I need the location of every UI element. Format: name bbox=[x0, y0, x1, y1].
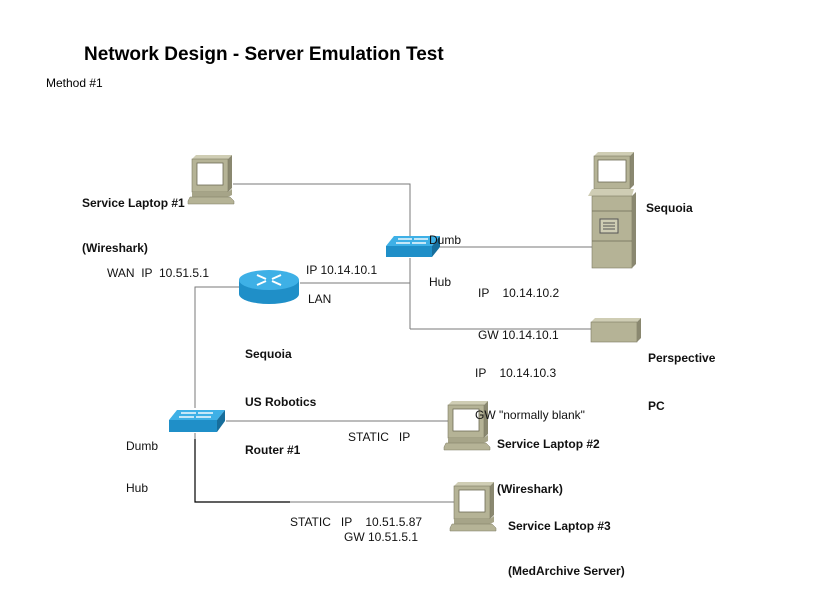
laptop3-ip: STATIC IP 10.51.5.87 bbox=[290, 515, 423, 529]
perspective-ip: IP 10.14.10.3 bbox=[475, 366, 557, 380]
router-wan-label: WAN IP 10.51.5.1 bbox=[107, 266, 210, 280]
perspective-name-line2: PC bbox=[648, 399, 665, 413]
laptop2-role: (Wireshark) bbox=[497, 482, 563, 496]
hub-bottom-label-line2: Hub bbox=[126, 481, 149, 495]
network-diagram bbox=[169, 152, 641, 532]
hub-bottom-label: Dumb Hub bbox=[126, 411, 158, 509]
hub-bottom-label-line1: Dumb bbox=[126, 439, 159, 453]
perspective-address: IP 10.14.10.3 GW "normally blank" bbox=[475, 338, 585, 436]
laptop3-name: Service Laptop #3 bbox=[508, 519, 611, 533]
laptop3-gw: GW 10.51.5.1 bbox=[344, 530, 419, 544]
page-title: Network Design - Server Emulation Test bbox=[84, 44, 444, 65]
server-icon bbox=[588, 152, 636, 269]
pc-icon bbox=[590, 318, 641, 343]
router-icon bbox=[239, 270, 299, 304]
router-label: Sequoia US Robotics Router #1 bbox=[245, 314, 316, 474]
hub-icon bbox=[169, 410, 225, 432]
hub-top-label-line2: Hub bbox=[429, 275, 452, 289]
page-subtitle: Method #1 bbox=[46, 76, 103, 90]
perspective-label: Perspective PC bbox=[648, 318, 715, 430]
laptop2-name: Service Laptop #2 bbox=[497, 437, 600, 451]
laptop2-label: Service Laptop #2 (Wireshark) bbox=[497, 407, 600, 512]
laptop1-label: Service Laptop #1 (Wireshark) bbox=[82, 166, 185, 271]
laptop3-label: Service Laptop #3 (MedArchive Server) bbox=[508, 489, 625, 594]
router-name-line3: Router #1 bbox=[245, 443, 301, 457]
perspective-gw: GW "normally blank" bbox=[475, 408, 585, 422]
sequoia-gw: GW 10.14.10.1 bbox=[478, 328, 559, 342]
link-hub-bottom-laptop3 bbox=[194, 439, 290, 503]
router-name-line2: US Robotics bbox=[245, 395, 317, 409]
perspective-name-line1: Perspective bbox=[648, 351, 716, 365]
laptop-icon bbox=[187, 155, 235, 205]
router-lan-label: LAN bbox=[308, 292, 332, 306]
link-laptop1-hub-top bbox=[233, 183, 411, 240]
hub-top-label: Dumb Hub bbox=[429, 205, 461, 303]
sequoia-name: Sequoia bbox=[646, 201, 693, 215]
laptop-icon bbox=[443, 401, 491, 451]
laptop-icon bbox=[449, 482, 497, 532]
hub-icon bbox=[386, 236, 440, 257]
router-lan-ip: IP 10.14.10.1 bbox=[306, 263, 378, 277]
hub-top-label-line1: Dumb bbox=[429, 233, 462, 247]
link-router-hub-bottom bbox=[194, 286, 240, 408]
sequoia-ip: IP 10.14.10.2 bbox=[478, 286, 560, 300]
sequoia-address: IP 10.14.10.2 GW 10.14.10.1 bbox=[478, 258, 559, 356]
links bbox=[194, 183, 592, 503]
router-name-line1: Sequoia bbox=[245, 347, 292, 361]
laptop1-role: (Wireshark) bbox=[82, 241, 148, 255]
laptop3-role: (MedArchive Server) bbox=[508, 564, 625, 578]
laptop2-ip: STATIC IP bbox=[348, 430, 411, 444]
laptop1-name: Service Laptop #1 bbox=[82, 196, 185, 210]
